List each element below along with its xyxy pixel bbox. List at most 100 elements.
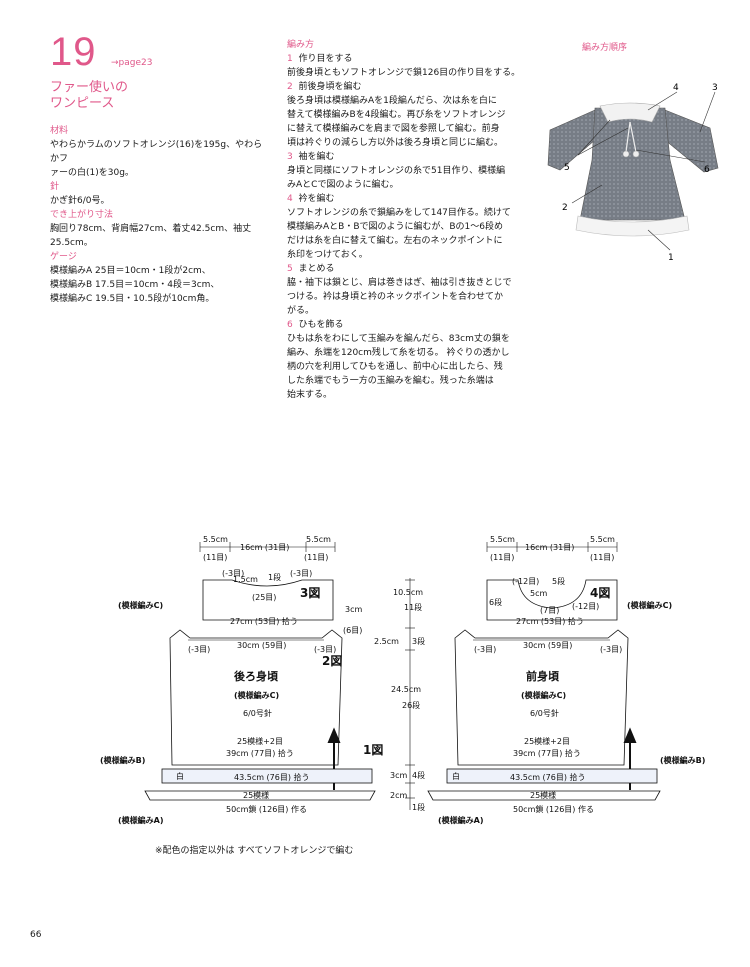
back-body [169,629,343,766]
back-6sts: (6目) [343,626,362,635]
howto-label: 編み方 [287,40,315,50]
back-fig3: 3図 [300,586,320,600]
back-top-left: 5.5cm [203,535,228,544]
front-pattern: (模様編みC) [521,690,566,700]
back-dec-left: (-3目) [222,569,244,578]
step-title: 衿を編む [298,194,335,204]
front-dec-r2: (-3目) [600,645,622,654]
back-top-right: 5.5cm [306,535,331,544]
front-hook: 6/0号針 [530,708,559,718]
back-dec-l2: (-3目) [188,645,210,654]
front-top-left: 5.5cm [490,535,515,544]
front-fig4: 4図 [590,586,610,600]
pattern-title: ファー使いの ワンピース [50,80,170,112]
needle-label: 針 [50,182,60,192]
front-7sts: (7目) [540,606,559,615]
callout-3: 3 [712,83,718,93]
back-neck-sts: (25目) [252,593,276,602]
back-name: 後ろ身頃 [234,669,279,683]
step-number: 6 [287,320,293,330]
back-top-right-sts: (11目) [304,553,328,562]
dim-25: 2.5cm [374,637,399,646]
instructions-column: 編み方 1 作り目をする前後身頃ともソフトオレンジで鎖126目の作り目をする。2… [287,38,527,402]
front-yoke [486,579,618,621]
page-number: 66 [30,930,42,940]
tie-ball [622,150,630,158]
tie-ball-2 [632,150,640,158]
step-line: 始末する。 [287,390,333,400]
step-line: 替えて模様編みBを4段編む。再び糸をソフトオレンジ [287,110,506,120]
fur-hem [575,215,690,237]
gauge-label: ゲージ [50,252,77,262]
step-line: 頃は衿ぐりの減らし方以外は後ろ身頃と同じに編む。 [287,138,504,148]
materials-label: 材料 [50,126,69,136]
step-heading: 6 ひもを飾る [287,318,527,332]
instruction-steps: 1 作り目をする前後身頃ともソフトオレンジで鎖126目の作り目をする。2 前後身… [287,52,527,402]
needle-text: かぎ針6/0号。 [50,196,110,206]
dim-105: 10.5cm [393,588,423,597]
dim-245: 24.5cm [391,685,421,694]
front-name: 前身頃 [526,669,560,683]
title-line-1: ファー使いの [50,80,129,95]
callout-2: 2 [562,203,568,213]
back-fig2: 2図 [322,654,342,668]
front-top-mid: 16cm (31目) [525,543,574,552]
step-line: 柄の穴を利用してひもを通し、前中心に出したら、残 [287,362,503,372]
materials-text: やわらかラムのソフトオレンジ(16)を195g、やわらかフ [50,140,263,164]
step-line: がる。 [287,306,315,316]
back-label-b: (模様編みB) [100,755,145,765]
step-line: 身頃と同様にソフトオレンジの糸で51目作り、模様編 [287,166,506,176]
front-rep: 25模様+2目 [524,736,570,746]
back-label-a: (模様編みA) [118,815,164,825]
materials-text-2: ァーの白(1)を30g。 [50,168,134,178]
tie-cord-2 [629,121,637,153]
front-6rows: 6段 [489,597,502,607]
back-label-c: (模様編みC) [118,600,163,610]
tie-cord [625,121,631,153]
back-rep25: 25模様 [243,790,269,800]
step-title: まとめる [298,264,335,274]
step-title: 前後身頃を編む [298,82,362,92]
dim-26rows: 26段 [402,700,420,710]
front-neck5: 5cm [530,589,547,598]
step-number: 3 [287,152,293,162]
step-line: に替えて模様編みCを肩まで図を参照して編む。前身 [287,124,500,134]
size-text: 胸回り78cm、背肩幅27cm、着丈42.5cm、袖丈 [50,224,252,234]
front-body [454,629,629,766]
back-white: 白 [176,771,184,781]
front-white: 白 [452,771,460,781]
color-note: ※配色の指定以外は すべてソフトオレンジで編む [155,846,354,856]
front-label-a: (模様編みA) [438,815,484,825]
step-line: 後ろ身頃は模様編みAを1段編んだら、次は糸を白に [287,96,497,106]
front-band-b-text: 43.5cm (76目) 拾う [510,772,586,782]
front-schematic: 5.5cm (11目) 16cm (31目) 5.5cm (11目) (-12目… [427,535,705,825]
front-chain: 50cm鎖 (126目) 作る [513,804,594,814]
step-line: 編み、糸端を120cm残して糸を切る。 衿ぐりの透かし [287,348,510,358]
step-heading: 2 前後身頃を編む [287,80,527,94]
front-top-right: 5.5cm [590,535,615,544]
dim-3cm: 3cm [390,771,407,780]
front-shoulder: 27cm (53目) 拾う [516,616,584,626]
front-dec-l2: (-3目) [474,645,496,654]
step-line: みAとCで図のように編む。 [287,180,399,190]
page-reference: →page23 [111,58,153,68]
callout-6: 6 [704,165,710,175]
step-line: だけは糸を白に替えて編む。左右のネックポイントに [287,236,503,246]
back-top-mid: 16cm (31目) [240,543,289,552]
back-neck: 1.5cm [233,575,258,584]
step-title: ひもを飾る [298,320,344,330]
step-title: 作り目をする [298,54,353,64]
step-heading: 5 まとめる [287,262,527,276]
back-band-a [144,790,376,801]
front-pick: 39cm (77目) 拾う [513,748,581,758]
front-width: 30cm (59目) [523,641,572,650]
step-line: 模様編みAとB・Bで図のように編むが、Bの1〜6段め [287,222,503,232]
back-hook: 6/0号針 [243,708,272,718]
front-5rows: 5段 [552,576,565,586]
front-dec-left: (-12目) [512,577,539,586]
gauge-line-3: 模様編みC 19.5目・10.5段が10cm角。 [50,294,215,304]
back-top-left-sts: (11目) [203,553,227,562]
back-neck-rows: 1段 [268,572,281,582]
size-text-2: 25.5cm。 [50,238,93,248]
step-number: 5 [287,264,293,274]
